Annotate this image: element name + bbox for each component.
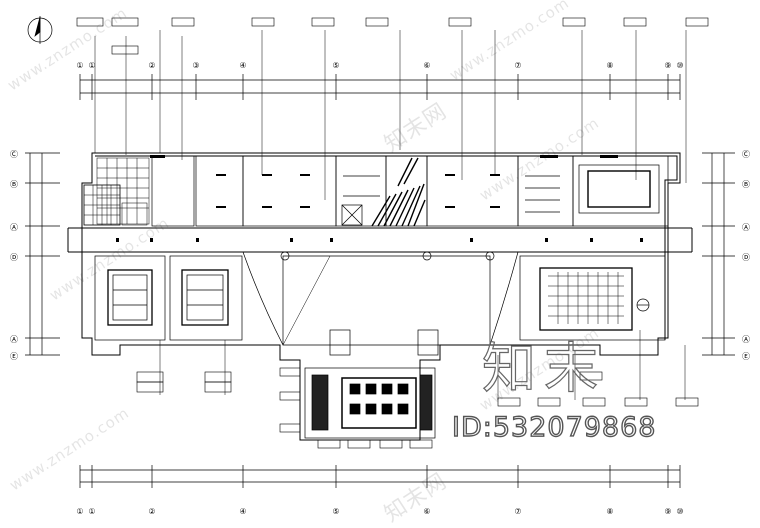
grid-bubbles-top: ① ① ② ③ ④ ⑤ ⑥ ⑦ ⑧ ⑨ ⑩ xyxy=(76,61,683,70)
grid-bubbles-right: Ⓒ Ⓑ Ⓐ Ⓓ Ⓐ Ⓔ xyxy=(742,150,750,361)
entrance-lobby xyxy=(304,367,436,439)
grid-bubbles-left: Ⓒ Ⓑ Ⓐ Ⓓ Ⓐ Ⓔ xyxy=(10,150,18,361)
brand-logo-text: 知末 xyxy=(481,336,606,400)
grid-label-top: ⑦ xyxy=(514,61,521,70)
grid-label-bottom: ② xyxy=(148,507,155,516)
grid-label-bottom: ⑦ xyxy=(514,507,521,516)
grid-label-left: Ⓐ xyxy=(10,335,18,344)
lower-rooms-right xyxy=(519,255,666,341)
grid-label-top: ② xyxy=(148,61,155,70)
grid-label-top: ① xyxy=(76,61,83,70)
stair-grid xyxy=(83,157,150,226)
upper-rooms xyxy=(151,155,669,227)
grid-label-right: Ⓔ xyxy=(742,352,750,361)
grid-label-top: ⑤ xyxy=(332,61,339,70)
grid-label-top: ⑩ xyxy=(676,61,683,70)
grid-label-right: Ⓒ xyxy=(742,150,750,159)
right-dimension-lines xyxy=(702,152,735,356)
grid-label-top: ④ xyxy=(239,61,246,70)
grid-label-bottom: ① xyxy=(88,507,95,516)
grid-label-right: Ⓑ xyxy=(742,180,750,189)
staircase-hatch xyxy=(371,157,426,227)
image-id-label: ID:532079868 xyxy=(451,411,657,443)
grid-label-bottom: ⑤ xyxy=(332,507,339,516)
north-arrow-icon xyxy=(27,16,53,44)
grid-label-bottom: ⑧ xyxy=(606,507,613,516)
grid-label-bottom: ⑨ xyxy=(664,507,671,516)
callout-boxes xyxy=(136,367,699,449)
lower-rooms-left xyxy=(94,255,243,341)
central-hall xyxy=(242,251,519,356)
grid-label-left: Ⓑ xyxy=(10,180,18,189)
grid-label-right: Ⓐ xyxy=(742,223,750,232)
light-fixtures xyxy=(116,155,643,242)
bottom-dimension-lines xyxy=(79,465,681,488)
grid-label-left: Ⓔ xyxy=(10,352,18,361)
grid-label-left: Ⓓ xyxy=(10,253,18,262)
grid-label-left: Ⓒ xyxy=(10,150,18,159)
grid-label-top: ③ xyxy=(192,61,199,70)
grid-label-top: ⑥ xyxy=(423,61,430,70)
grid-bubbles-bottom: ① ① ② ④ ⑤ ⑥ ⑦ ⑧ ⑨ ⑩ xyxy=(76,507,683,516)
left-dimension-lines xyxy=(25,152,60,356)
grid-label-right: Ⓓ xyxy=(742,253,750,262)
leader-lines xyxy=(94,30,687,400)
grid-label-bottom: ① xyxy=(76,507,83,516)
grid-label-top: ⑧ xyxy=(606,61,613,70)
top-callout-boxes xyxy=(76,17,709,55)
grid-label-left: Ⓐ xyxy=(10,223,18,232)
grid-label-top: ⑨ xyxy=(664,61,671,70)
grid-label-bottom: ⑩ xyxy=(676,507,683,516)
grid-label-bottom: ⑥ xyxy=(423,507,430,516)
top-dimension-lines xyxy=(79,74,681,100)
grid-label-top: ① xyxy=(88,61,95,70)
grid-label-bottom: ④ xyxy=(239,507,246,516)
grid-label-right: Ⓐ xyxy=(742,335,750,344)
